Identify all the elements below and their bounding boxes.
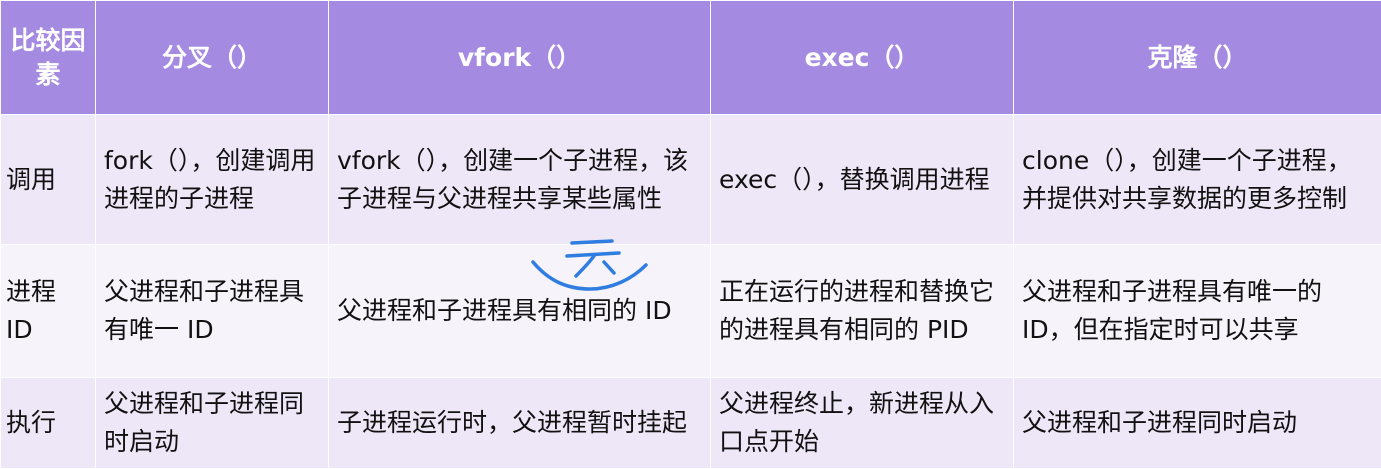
header-row: 比较因素 分叉（） vfork（） exec（） 克隆（）: [1, 1, 1381, 115]
row-label: 进程 ID: [1, 245, 96, 378]
cell-clone: clone（），创建一个子进程，并提供对共享数据的更多控制: [1014, 115, 1381, 245]
header-exec: exec（）: [711, 1, 1014, 115]
header-fork: 分叉（）: [96, 1, 329, 115]
row-label: 执行: [1, 378, 96, 469]
cell-exec: exec（），替换调用进程: [711, 115, 1014, 245]
row-label: 调用: [1, 115, 96, 245]
table-row: 进程 ID 父进程和子进程具有唯一 ID 父进程和子进程具有相同的 ID 正在运…: [1, 245, 1381, 378]
table-row: 调用 fork（），创建调用进程的子进程 vfork（），创建一个子进程，该子进…: [1, 115, 1381, 245]
header-vfork: vfork（）: [329, 1, 711, 115]
cell-vfork: 子进程运行时，父进程暂时挂起: [329, 378, 711, 469]
cell-exec: 正在运行的进程和替换它的进程具有相同的 PID: [711, 245, 1014, 378]
cell-fork: 父进程和子进程具有唯一 ID: [96, 245, 329, 378]
cell-clone: 父进程和子进程具有唯一的 ID，但在指定时可以共享: [1014, 245, 1381, 378]
table-header: 比较因素 分叉（） vfork（） exec（） 克隆（）: [1, 1, 1381, 115]
cell-fork: 父进程和子进程同时启动: [96, 378, 329, 469]
cell-exec: 父进程终止，新进程从入口点开始: [711, 378, 1014, 469]
header-clone: 克隆（）: [1014, 1, 1381, 115]
table-body: 调用 fork（），创建调用进程的子进程 vfork（），创建一个子进程，该子进…: [1, 115, 1381, 469]
cell-fork: fork（），创建调用进程的子进程: [96, 115, 329, 245]
cell-vfork: 父进程和子进程具有相同的 ID: [329, 245, 711, 378]
table-row: 执行 父进程和子进程同时启动 子进程运行时，父进程暂时挂起 父进程终止，新进程从…: [1, 378, 1381, 469]
cell-vfork: vfork（），创建一个子进程，该子进程与父进程共享某些属性: [329, 115, 711, 245]
header-factor: 比较因素: [1, 1, 96, 115]
cell-clone: 父进程和子进程同时启动: [1014, 378, 1381, 469]
